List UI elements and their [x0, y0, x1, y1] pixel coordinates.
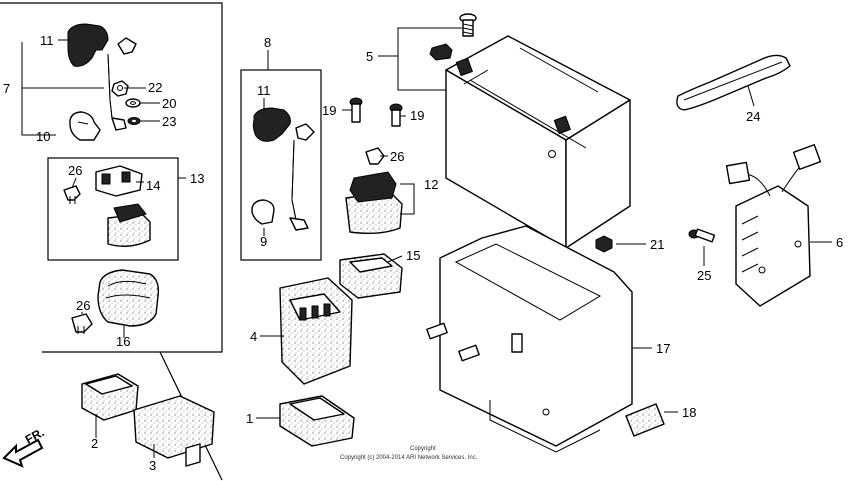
rubber-cover-15 — [339, 253, 403, 299]
cover-3 — [133, 395, 215, 467]
frame-group-13 — [47, 157, 179, 261]
callout-6: 6 — [836, 235, 843, 250]
copyright-line-1: Copyright — [410, 446, 436, 452]
callout-14: 14 — [146, 178, 160, 193]
battery-12 — [445, 35, 631, 249]
callout-20: 20 — [162, 96, 176, 111]
battery-band-24 — [676, 54, 791, 111]
terminal-cover-10 — [69, 111, 101, 141]
regulator-6 — [725, 144, 822, 307]
callout-23: 23 — [162, 114, 176, 129]
callout-8: 8 — [264, 35, 271, 50]
callout-24: 24 — [746, 109, 760, 124]
callout-19-right: 19 — [410, 108, 424, 123]
callout-10: 10 — [36, 129, 50, 144]
terminal-cover-11-left — [67, 23, 109, 67]
front-direction-arrow: FR. — [2, 425, 47, 468]
callout-labels: 11 7 10 22 20 23 26 14 13 26 16 8 11 9 5… — [3, 33, 843, 473]
callout-9: 9 — [260, 234, 267, 249]
callout-7: 7 — [3, 81, 10, 96]
callout-3: 3 — [149, 458, 156, 473]
callout-2: 2 — [91, 436, 98, 451]
callout-18: 18 — [682, 405, 696, 420]
callout-5: 5 — [366, 49, 373, 64]
washer-20 — [125, 98, 141, 108]
washer-23 — [127, 117, 141, 125]
callout-25: 25 — [697, 268, 711, 283]
terminal-cover-9 — [251, 199, 275, 225]
callout-11-left: 11 — [40, 33, 54, 48]
fuse-26-mid — [365, 147, 385, 165]
callout-13: 13 — [190, 171, 204, 186]
front-direction-label: FR. — [23, 425, 47, 446]
fuse-26-group13 — [63, 185, 81, 204]
nut-21 — [595, 235, 613, 253]
relay-16 — [97, 269, 160, 327]
rubber-case-2 — [81, 373, 139, 421]
callout-26-group13: 26 — [68, 163, 82, 178]
callout-19-left: 19 — [322, 103, 336, 118]
fuse-box-4 — [279, 277, 353, 385]
callout-12: 12 — [424, 177, 438, 192]
sheet-18 — [625, 403, 665, 437]
callout-26-lower: 26 — [76, 298, 90, 313]
frame-group-8 — [240, 69, 322, 261]
battery-cable-7 — [107, 37, 137, 131]
bolt-19-left — [349, 97, 363, 123]
callout-1: 1 — [246, 411, 253, 426]
starter-relay-14 — [95, 165, 143, 197]
callout-11-mid: 11 — [257, 83, 271, 98]
callout-17: 17 — [656, 341, 670, 356]
leader-lines — [21, 27, 832, 458]
battery-cable-8 — [289, 123, 315, 231]
nut-22 — [111, 80, 129, 97]
battery-case-17 — [426, 225, 633, 453]
bolt-25 — [688, 228, 716, 243]
terminal-cover-11-mid — [252, 107, 291, 142]
callout-15: 15 — [406, 248, 420, 263]
callout-16: 16 — [116, 334, 130, 349]
callout-22: 22 — [148, 80, 162, 95]
relay-12 — [345, 171, 403, 235]
rubber-tray-1 — [279, 395, 355, 447]
relay-body-13 — [107, 203, 151, 247]
bolt-19-right — [389, 103, 403, 127]
callout-4: 4 — [250, 329, 257, 344]
copyright-line-2: Copyright (c) 2004-2014 ARI Network Serv… — [340, 455, 478, 461]
nut-5 — [429, 43, 453, 61]
bolt-5 — [459, 13, 477, 37]
fuse-26-lower — [71, 313, 93, 334]
callout-26-mid: 26 — [390, 149, 404, 164]
callout-21: 21 — [650, 237, 664, 252]
